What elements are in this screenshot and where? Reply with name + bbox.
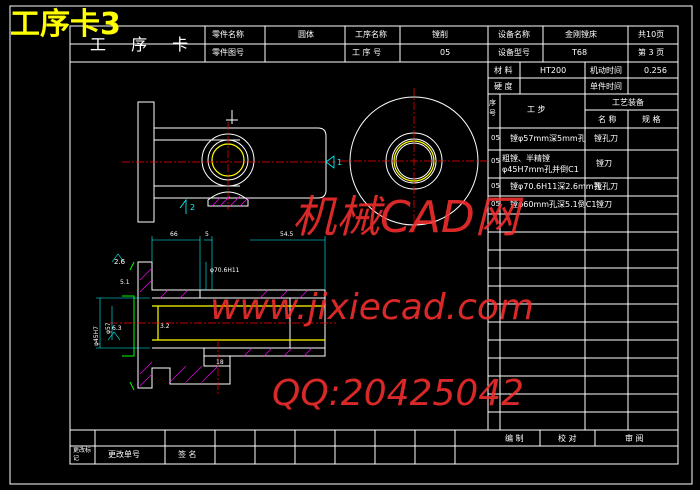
dim-b: 5 (205, 231, 209, 238)
col-spec: 规 格 (642, 115, 661, 124)
step-row-2-seq: 05 (491, 157, 500, 165)
material-label: 材 料 (494, 66, 513, 75)
process-no-label: 工 序 号 (352, 48, 382, 57)
watermark-line-2: www.jixiecad.com (210, 287, 534, 328)
dim-a: 66 (170, 231, 178, 238)
dim-j: 18 (216, 359, 224, 366)
equipment-name-label: 设备名称 (498, 30, 530, 39)
step-row-3-tool: 镗孔刀 (594, 182, 618, 191)
change-doc-label: 更改单号 (108, 450, 140, 459)
step-row-4-seq: 05 (491, 200, 500, 208)
dim-roughness: 2.6 (114, 258, 126, 266)
hardness-label: 硬 度 (494, 82, 513, 91)
step-row-3-seq: 05 (491, 182, 500, 190)
step-row-1-content: 镗φ57mm深5mm孔 (510, 134, 586, 143)
dim-h: 6.3 (112, 325, 122, 332)
card-title: 工 序 卡 (90, 35, 199, 54)
step-row-1-seq: 05 (491, 134, 500, 142)
step-row-2-tool: 镗刀 (596, 159, 612, 168)
part-name-label: 零件名称 (212, 30, 244, 39)
dim-d: 5.1 (120, 279, 130, 286)
equipment-model-label: 设备型号 (498, 48, 530, 57)
side-view (340, 88, 490, 232)
process-no: 05 (440, 48, 451, 57)
dim-c: 54.5 (280, 231, 294, 238)
step-row-2-content: 粗镗、半精镗φ45H7mm孔并倒C1 (502, 154, 579, 174)
step-row-4-content: 镗φ60mm孔深5.1倒C1 (510, 200, 597, 209)
material: HT200 (540, 66, 567, 75)
dim-i: 3.2 (160, 323, 170, 330)
unit-time-label: 单件时间 (590, 82, 622, 91)
section-mark-2: 2 (190, 203, 195, 212)
check-label: 校 对 (558, 434, 577, 443)
equipment-name: 金刚镗床 (565, 30, 597, 39)
drawing-frame (9, 5, 693, 485)
dim-f: φ45H7 (93, 326, 100, 346)
total-pages: 共10页 (638, 30, 665, 39)
col-name: 名 称 (598, 115, 617, 124)
watermark-line-1: 机械CAD网 (292, 192, 519, 243)
dim-g: φ70.6H11 (210, 267, 240, 274)
revision-label: 更改标记 (73, 447, 92, 462)
overlay-title: 工序卡3 (10, 7, 121, 42)
step-row-4-tool: 镗刀 (596, 200, 612, 209)
step-row-3-content: 镗φ70.6H11深2.6mm孔 (510, 182, 602, 191)
section-mark-1: 1 (337, 158, 342, 167)
part-no-label: 零件图号 (212, 48, 244, 57)
process-name: 镗削 (432, 30, 448, 39)
front-view (122, 101, 336, 223)
equipment-model: T68 (572, 48, 588, 57)
step-row-1-tool: 镗孔刀 (594, 134, 618, 143)
section-view (96, 236, 336, 394)
process-name-label: 工序名称 (355, 30, 387, 39)
col-seq: 序号 (489, 99, 496, 117)
review-label: 审 阅 (625, 434, 644, 443)
watermark-line-3: QQ:20425042 (272, 373, 525, 414)
dim-e: φ57 (105, 322, 112, 334)
compile-label: 编 制 (505, 434, 524, 443)
machine-time: 0.256 (644, 66, 667, 75)
machine-time-label: 机动时间 (590, 66, 622, 75)
col-equip: 工艺装备 (612, 98, 644, 107)
col-content: 工 步 (527, 105, 546, 114)
part-name: 圆体 (298, 30, 314, 39)
sign-label: 签 名 (178, 450, 197, 459)
page-no: 第 3 页 (638, 48, 665, 57)
